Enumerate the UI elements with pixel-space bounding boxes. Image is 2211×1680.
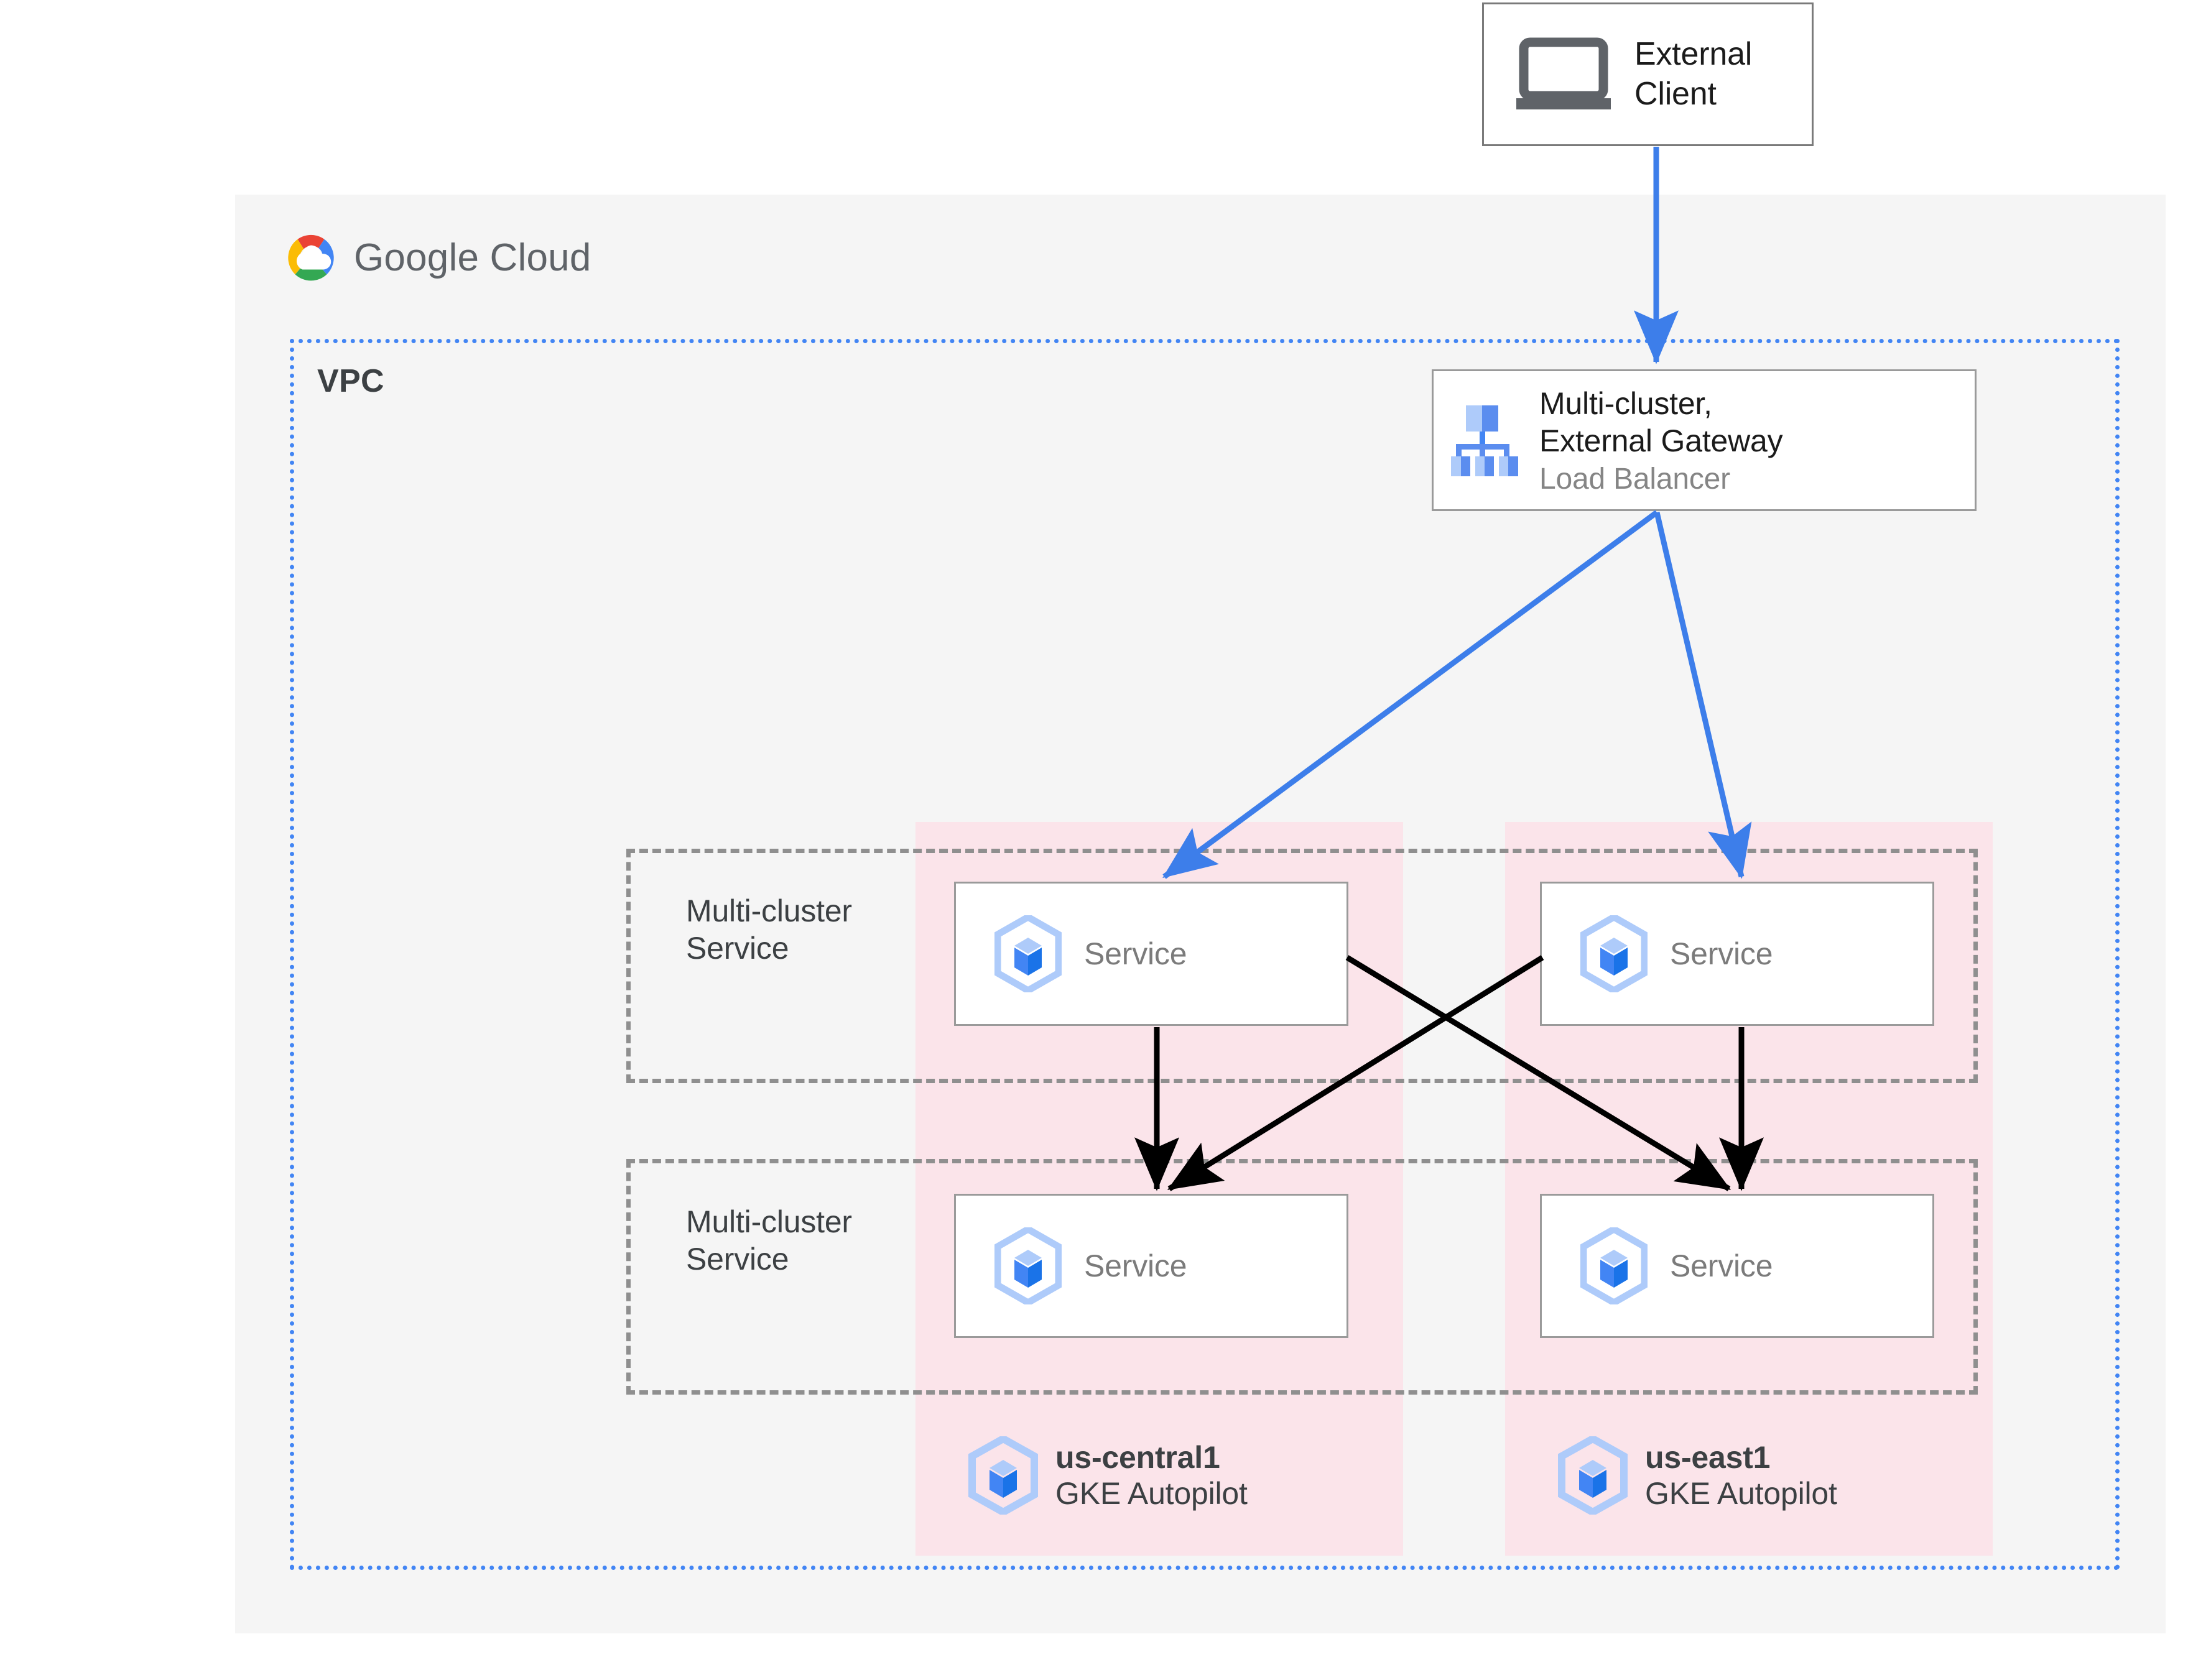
- gateway-subtitle: Load Balancer: [1539, 462, 1730, 496]
- cluster-footer-us-central1: us-central1 GKE Autopilot: [968, 1434, 1248, 1516]
- cluster-name: us-central1: [1055, 1440, 1220, 1475]
- laptop-icon: [1514, 37, 1613, 112]
- gateway-title: Multi-cluster, External Gateway: [1539, 385, 1783, 458]
- service-node-us-east1-row1[interactable]: Service: [1540, 882, 1934, 1026]
- external-client-label: External Client: [1634, 36, 1753, 112]
- service-label: Service: [1670, 936, 1773, 971]
- multi-cluster-gateway-node[interactable]: Multi-cluster, External Gateway Load Bal…: [1432, 369, 1977, 511]
- vpc-label: VPC: [317, 363, 384, 399]
- service-node-us-east1-row2[interactable]: Service: [1540, 1194, 1934, 1338]
- service-icon: [994, 1225, 1062, 1307]
- service-label: Service: [1084, 1248, 1187, 1283]
- service-node-us-central1-row1[interactable]: Service: [954, 882, 1348, 1026]
- load-balancer-icon: [1447, 400, 1524, 480]
- external-client-node[interactable]: External Client: [1482, 2, 1814, 146]
- gke-cluster-icon: [968, 1434, 1038, 1516]
- service-label: Service: [1084, 936, 1187, 971]
- google-cloud-branding: Google Cloud: [282, 232, 591, 283]
- cluster-name: us-east1: [1645, 1440, 1771, 1475]
- google-cloud-logo-icon: [282, 232, 340, 283]
- cluster-footer-us-east1: us-east1 GKE Autopilot: [1558, 1434, 1837, 1516]
- google-cloud-wordmark: Google Cloud: [354, 236, 591, 279]
- service-icon: [1580, 1225, 1648, 1307]
- multi-cluster-service-label-1: Multi-cluster Service: [686, 893, 852, 966]
- vpc-container: [290, 339, 2120, 1570]
- service-node-us-central1-row2[interactable]: Service: [954, 1194, 1348, 1338]
- service-icon: [1580, 913, 1648, 995]
- gke-cluster-icon: [1558, 1434, 1628, 1516]
- service-label: Service: [1670, 1248, 1773, 1283]
- service-icon: [994, 913, 1062, 995]
- multi-cluster-service-label-2: Multi-cluster Service: [686, 1204, 852, 1276]
- cluster-kind: GKE Autopilot: [1055, 1476, 1248, 1511]
- cluster-kind: GKE Autopilot: [1645, 1476, 1837, 1511]
